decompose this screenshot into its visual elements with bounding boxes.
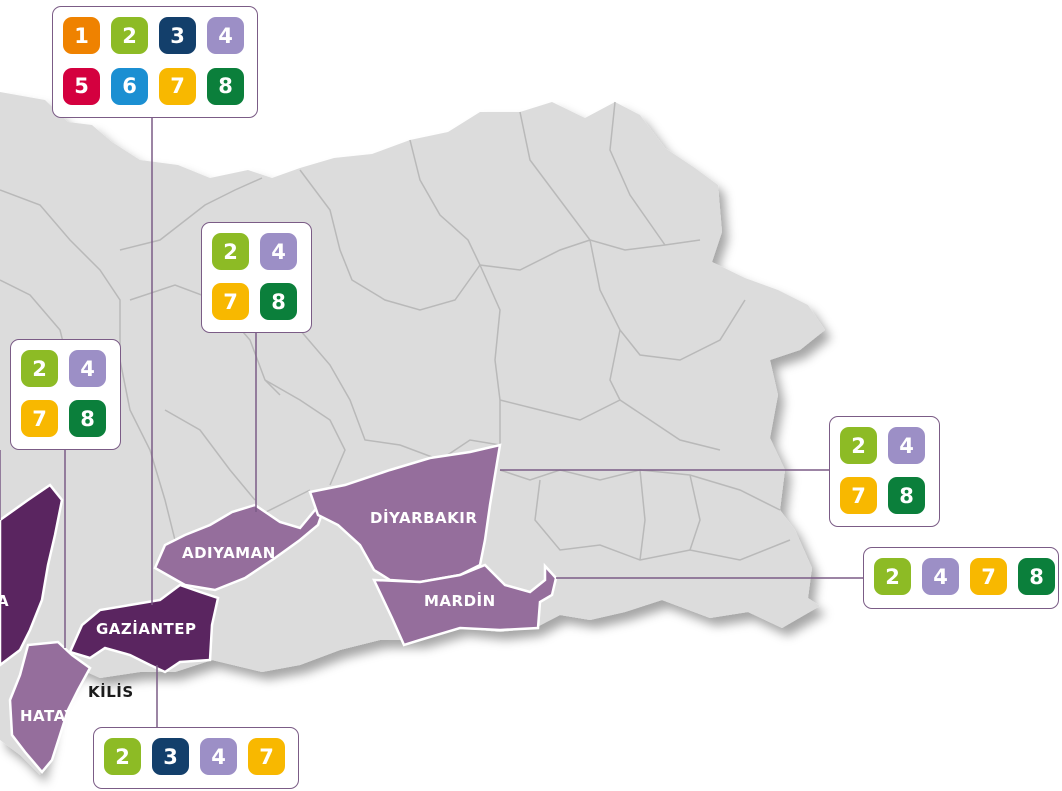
province-diyarbakir[interactable] [308,443,502,584]
province-hatay[interactable] [8,640,92,774]
legend-chip-7: 7 [970,558,1007,595]
province-osmaniye[interactable] [0,483,64,667]
legend-chip-4: 4 [69,350,106,387]
legend-chip-7: 7 [248,738,285,775]
label-hatay: HATAY [20,707,76,725]
legend-chip-1: 1 [63,17,100,54]
legend-chip-2: 2 [840,427,877,464]
legend-chip-7: 7 [21,400,58,437]
label-kilis: KİLİS [88,682,134,701]
legend-chip-4: 4 [207,17,244,54]
legend-chip-4: 4 [922,558,959,595]
legend-chip-7: 7 [212,283,249,320]
legend-chip-6: 6 [111,67,148,105]
legend-chip-4: 4 [888,427,925,464]
province-borders [0,101,791,561]
legend-chip-2: 2 [21,350,58,387]
legend-chip-7: 7 [840,477,877,514]
label-osmaniye-partial: A [0,592,9,610]
legend-chip-3: 3 [159,17,196,54]
legend-chip-8: 8 [207,67,244,105]
legend-chip-2: 2 [111,17,148,54]
legend-chip-2: 2 [874,558,911,595]
legend-chip-5: 5 [63,67,100,105]
callout-leader-lines [0,118,863,727]
label-mardin: MARDİN [424,591,496,610]
legend-chip-3: 3 [152,738,189,775]
legend-chip-8: 8 [888,477,925,514]
legend-chip-2: 2 [212,233,249,270]
legend-chip-8: 8 [69,400,106,437]
legend-chip-8: 8 [1018,558,1055,595]
label-diyarbakir: DİYARBAKIR [370,508,477,527]
legend-chip-2: 2 [104,738,141,775]
province-gaziantep[interactable] [68,583,220,674]
legend-chip-8: 8 [260,283,297,320]
land-mass [0,92,825,775]
label-gaziantep: GAZİANTEP [96,619,197,638]
legend-chip-4: 4 [200,738,237,775]
province-mardin[interactable] [371,562,558,647]
legend-chip-4: 4 [260,233,297,270]
label-adiyaman: ADIYAMAN [182,544,276,562]
legend-chip-7: 7 [159,67,196,105]
